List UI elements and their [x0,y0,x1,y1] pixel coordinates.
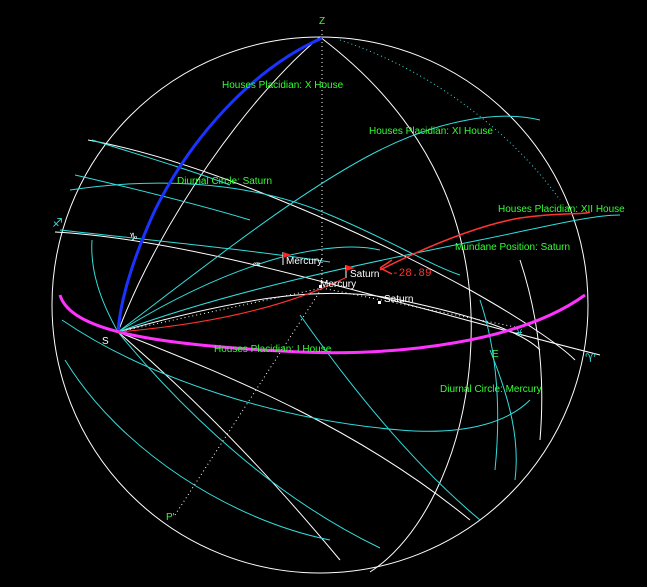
prime-vertical-circle [117,36,321,333]
mundane-arrow-icon [379,259,393,275]
house-xi-circle [117,115,541,333]
house-i-label: Houses Placidian: I House [214,344,332,355]
diurnal-saturn-circle [69,182,461,276]
aquarius-icon: ♒ [252,260,261,271]
mercury-flag-label: Mercury [286,256,322,267]
pole-label: P' [166,512,175,523]
mundane-value-label: -28.89 [392,268,432,280]
right-white-arc [519,259,543,441]
south-label: S [102,336,109,347]
cyan-right-arc-1 [489,349,517,481]
mundane-red-arc-lower [117,277,346,333]
east-point-label: E [492,349,499,360]
celestial-sphere-outline [51,36,589,574]
cyan-circle-3 [91,139,231,186]
horizon-dotted-a [117,287,323,333]
house-xii-circle [117,214,621,333]
great-circle-c [117,331,341,561]
house-xi-label: Houses Placidian: XI House [369,126,493,137]
cyan-lower-arc-3 [299,314,481,521]
diurnal-mercury-label: Diurnal Circle: Mercury [440,384,542,395]
planet-point-icon [319,285,322,288]
cyan-lower-arc-1 [64,359,331,541]
cyan-inner-arc-1 [117,246,381,333]
cyan-circle-2 [74,174,251,221]
saturn-flag-label: Saturn [350,269,379,280]
upper-dotted-circle [339,39,561,201]
diurnal-mercury-circle [61,319,531,432]
planet-point-icon [378,301,381,304]
pisces-icon: ♓ [515,328,524,339]
cyan-house-i-extension [91,239,119,333]
house-x-label: Houses Placidian: X House [222,80,344,91]
lower-white-circle [117,331,471,521]
capricorn-icon: ♑ [129,232,138,243]
mundane-position-label: Mundane Position: Saturn [455,242,570,253]
tenth-house-circle [116,36,323,333]
zenith-label: Z [319,16,325,27]
sagittarius-icon: ♐ [52,216,63,230]
diurnal-saturn-label: Diurnal Circle: Saturn [177,176,272,187]
cyan-circle-1 [59,229,331,263]
mercury-point-label: Mercury [320,279,356,290]
aries-icon: ♈ [585,351,596,365]
cyan-right-arc-2 [479,299,499,471]
horizon-dotted-b [321,287,521,329]
flag-icon [345,265,355,278]
cyan-lower-arc-2 [117,331,381,549]
flag-icon [282,252,292,265]
great-circle-a [87,139,576,361]
horizon-circle [58,293,586,355]
house-xii-label: Houses Placidian: XII House [498,204,625,215]
equator-circle [117,292,541,351]
mundane-position-arc [379,211,591,271]
saturn-point-label: Saturn [384,294,413,305]
